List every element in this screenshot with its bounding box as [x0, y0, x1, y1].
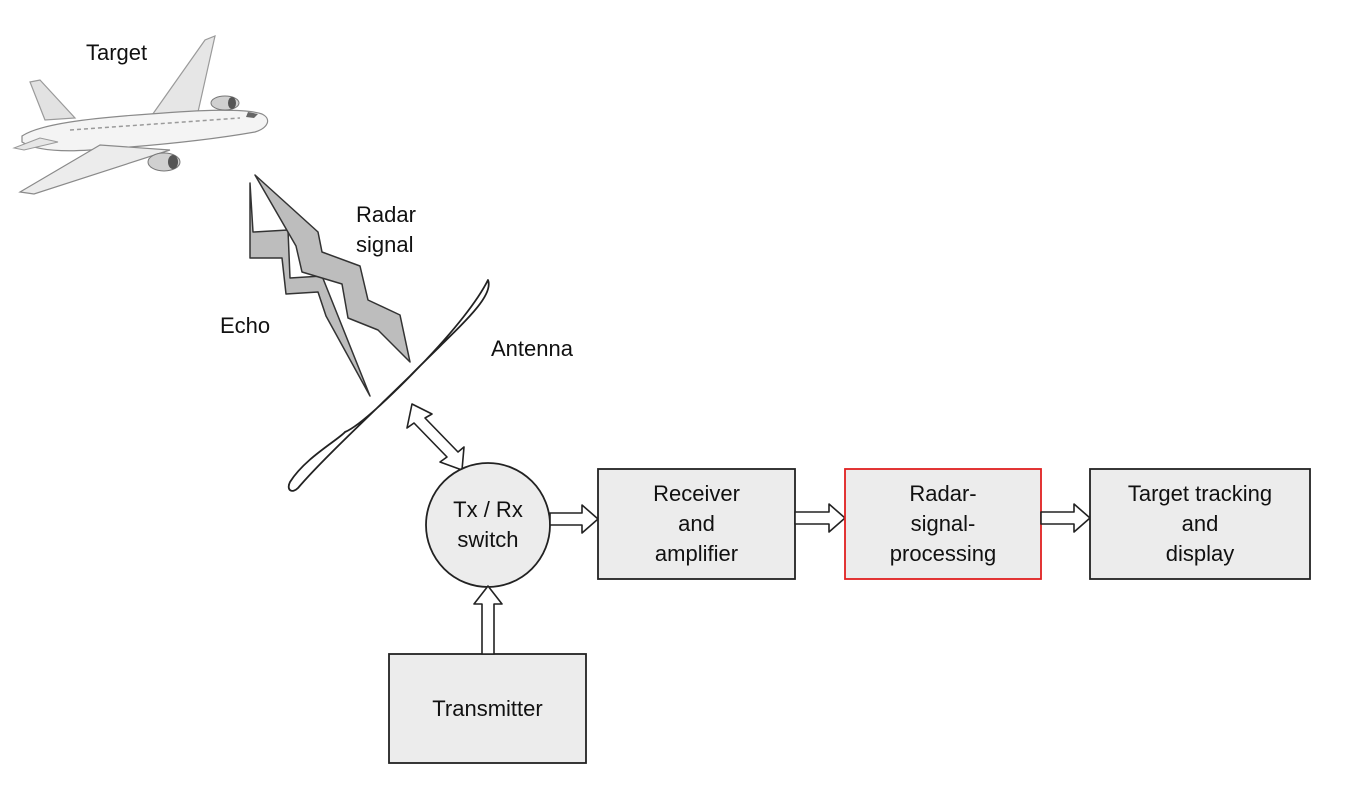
antenna-label: Antenna	[491, 336, 573, 361]
target-label: Target	[86, 40, 148, 65]
dish-antenna-icon	[287, 279, 490, 492]
transmitter-to-switch-arrow	[473, 585, 503, 655]
tracking-block	[1089, 468, 1311, 580]
processing-block	[844, 468, 1042, 580]
tx-rx-switch-label: Tx / Rx switch	[453, 497, 523, 552]
transmitter-label: Transmitter	[432, 695, 543, 721]
processing-to-tracking-arrow	[1040, 503, 1091, 533]
tracking-label: Target tracking and display	[1127, 481, 1273, 566]
airplane-icon	[12, 35, 269, 195]
receiver-to-processing-arrow	[794, 503, 846, 533]
receiver-label: Receiver and amplifier	[653, 481, 740, 566]
radar-signal-beam	[254, 174, 411, 363]
radar-signal-label: Radar signal	[356, 202, 416, 257]
echo-beam	[249, 182, 371, 397]
antenna-switch-arrow	[406, 403, 465, 471]
switch-to-receiver-arrow	[549, 504, 599, 534]
echo-label: Echo	[220, 313, 271, 338]
processing-label: Radar- signal- processing	[889, 481, 997, 566]
transmitter-block	[388, 653, 587, 764]
